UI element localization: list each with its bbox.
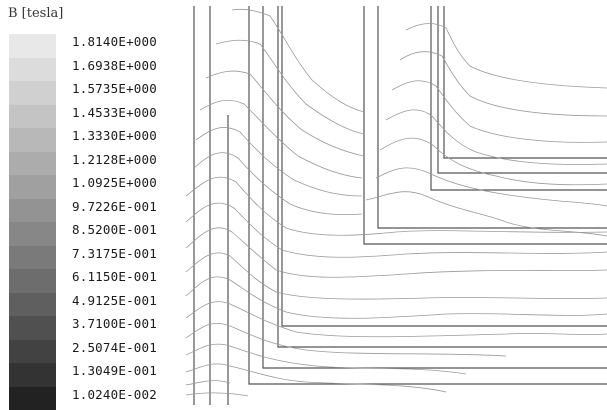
contour-line [186, 381, 230, 385]
legend-value-label: 1.3330E+000 [72, 124, 157, 148]
legend-swatch [9, 152, 56, 176]
legend-swatch [9, 387, 56, 410]
legend-value-label: 1.6938E+000 [72, 54, 157, 78]
legend-swatch [9, 316, 56, 340]
legend-value-label: 1.0240E-002 [72, 383, 157, 407]
geometry-outlines [194, 6, 607, 405]
contour-line [232, 9, 364, 112]
contour-line [216, 40, 364, 134]
contour-line [186, 393, 248, 396]
legend-value-label: 4.9125E-001 [72, 289, 157, 313]
legend-color-scale [9, 34, 56, 410]
legend-swatch [9, 340, 56, 364]
legend-swatch [9, 293, 56, 317]
field-plot-canvas[interactable] [186, 0, 607, 405]
legend-swatch [9, 81, 56, 105]
legend-swatch [9, 128, 56, 152]
legend-swatch [9, 246, 56, 270]
legend-swatch [9, 222, 56, 246]
contour-line [196, 127, 362, 196]
contour-line [406, 24, 607, 88]
legend-value-label: 8.5200E-001 [72, 218, 157, 242]
corner-path-9 [444, 6, 607, 158]
corner-path-2 [263, 6, 607, 368]
corner-path-5 [364, 6, 607, 244]
legend-value-label: 3.7100E-001 [72, 312, 157, 336]
corner-path-8 [438, 6, 607, 173]
legend-value-label: 7.3175E-001 [72, 242, 157, 266]
legend-value-label: 9.7226E-001 [72, 195, 157, 219]
legend-value-label: 1.0925E+000 [72, 171, 157, 195]
contour-line [380, 138, 607, 185]
legend-swatch [9, 34, 56, 58]
legend-value-label: 1.8140E+000 [72, 30, 157, 54]
legend-value-label: 1.3049E-001 [72, 359, 157, 383]
legend-value-label: 1.5735E+000 [72, 77, 157, 101]
legend-value-label: 1.2128E+000 [72, 148, 157, 172]
legend-swatch [9, 105, 56, 129]
corner-path-1 [249, 6, 607, 384]
contour-line [366, 192, 607, 236]
legend-swatch [9, 269, 56, 293]
legend-value-label: 1.4533E+000 [72, 101, 157, 125]
contour-line [186, 323, 506, 356]
legend-value-label: 2.5074E-001 [72, 336, 157, 360]
legend-swatch [9, 199, 56, 223]
contour-line [200, 100, 362, 178]
corner-path-6 [378, 6, 607, 228]
contour-line [386, 110, 607, 165]
legend-swatch [9, 175, 56, 199]
legend-title: B [tesla] [8, 6, 63, 21]
legend-swatch [9, 58, 56, 82]
contour-line [206, 71, 364, 156]
legend-value-label: 6.1150E-001 [72, 265, 157, 289]
legend-swatch [9, 363, 56, 387]
corner-path-7 [431, 6, 607, 190]
